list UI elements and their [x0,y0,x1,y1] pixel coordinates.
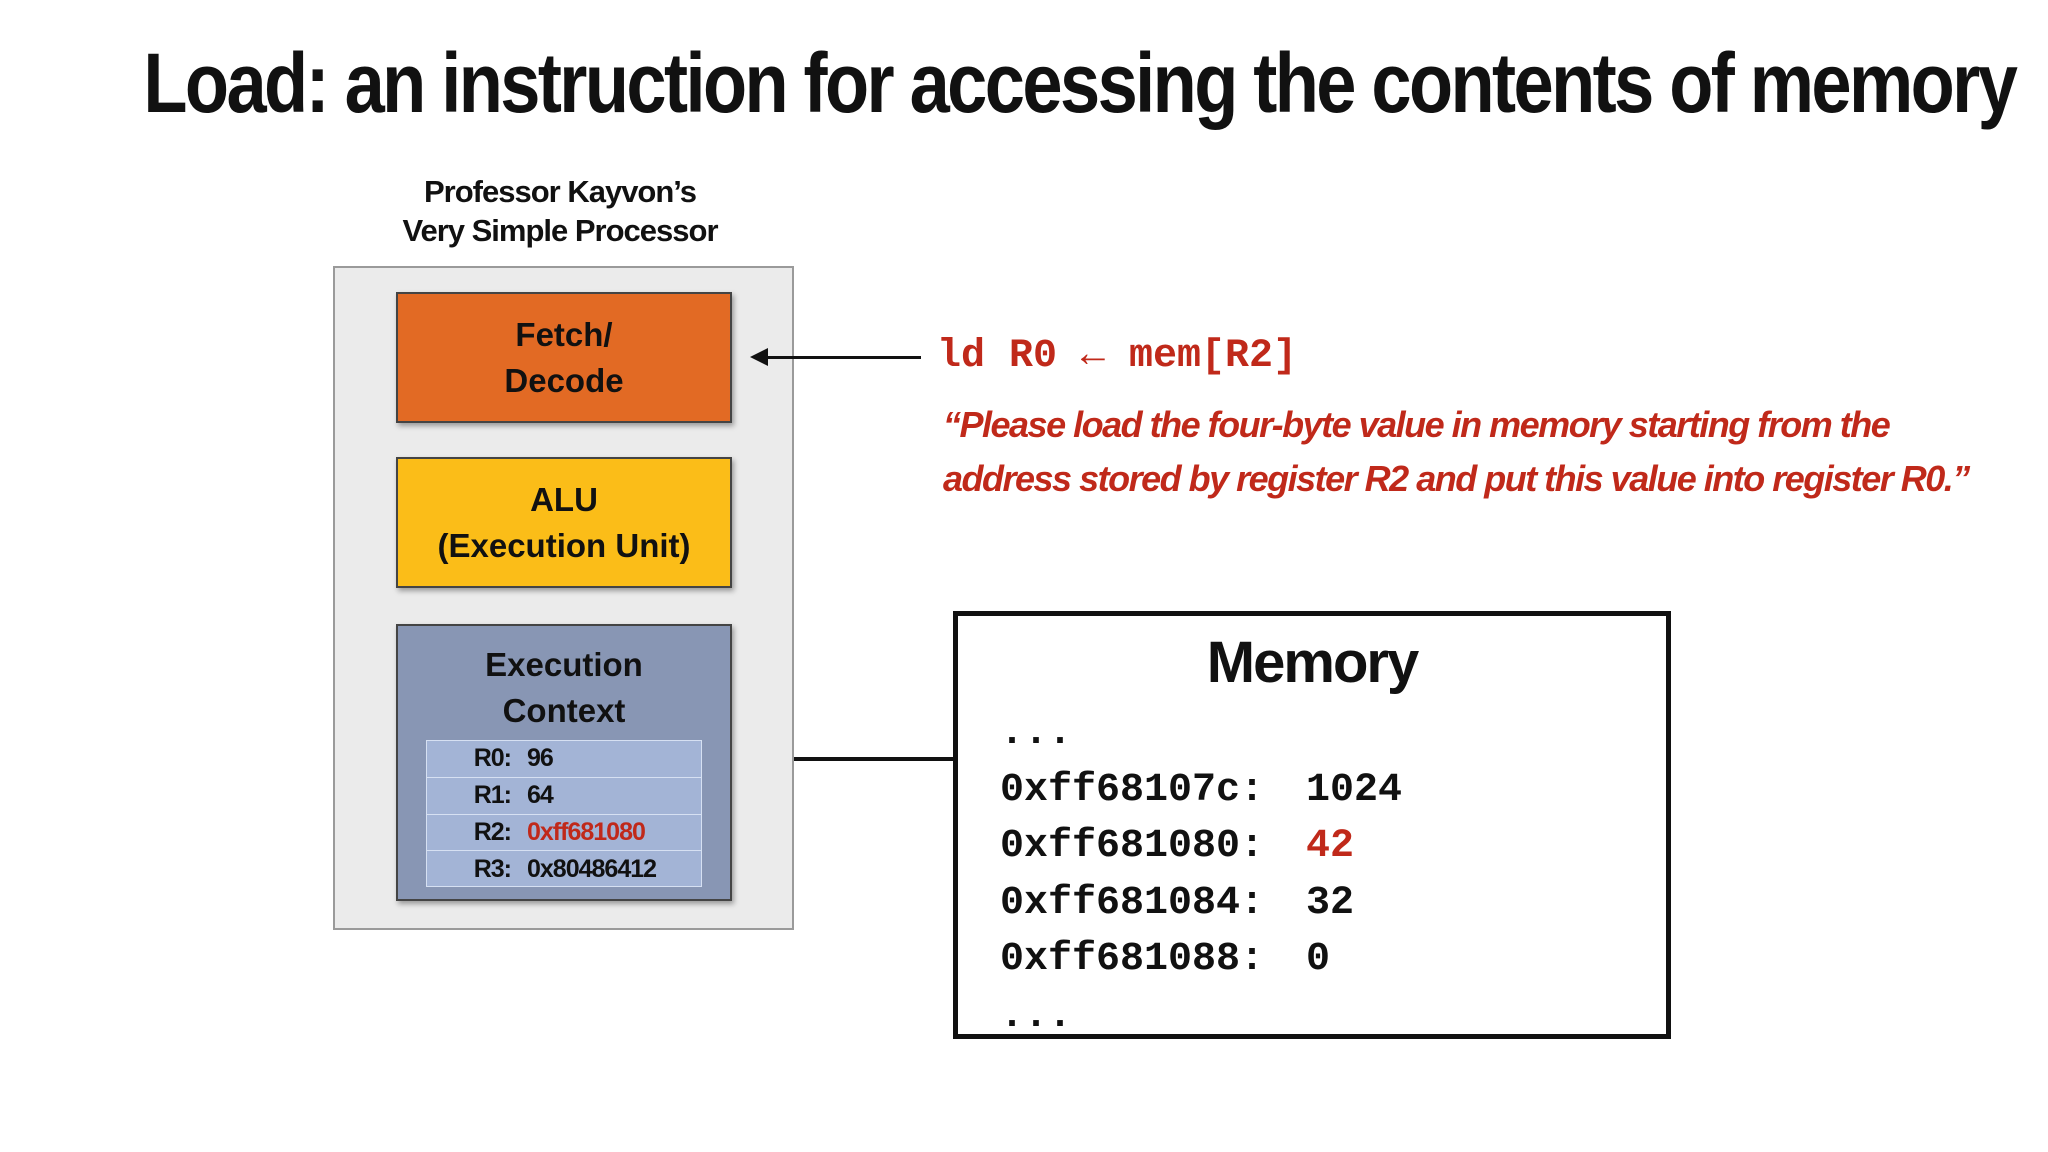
register-value: 0x80486412 [527,855,657,884]
processor-title-line2: Very Simple Processor [402,213,718,248]
register-name: R2: [473,817,512,846]
register-name: R3: [473,855,512,884]
execution-context-title: Execution Context [398,626,730,734]
processor-title-line1: Professor Kayvon’s [423,174,697,209]
execution-context-label-1: Execution [485,646,643,683]
arrow-left-icon [750,348,768,366]
alu-label-1: ALU [530,480,598,518]
instruction-arrow-line [765,356,921,359]
memory-ellipsis-bottom: ... [1000,993,1073,1039]
instruction-description-line2: address stored by register R2 and put th… [943,458,1970,499]
register-value: 96 [527,744,554,773]
memory-title: Memory [1206,630,1419,695]
alu-unit: ALU (Execution Unit) [396,457,732,588]
fetch-decode-label-1: Fetch/ [515,315,613,353]
instruction-code: ld R0 ← mem[R2] [937,334,1298,379]
memory-connector-line [794,757,953,761]
memory-box [953,611,1671,1039]
register-row-r3: R3: 0x80486412 [427,851,701,888]
register-row-r1: R1: 64 [427,778,701,815]
memory-entry: 0xff681088: 0 [1000,932,1402,989]
instruction-description-line1: “Please load the four-byte value in memo… [943,404,1891,445]
memory-entry: 0xff681080: 42 [1000,819,1402,876]
memory-value: 0 [1306,937,1331,982]
register-name: R1: [473,781,512,810]
fetch-decode-label-2: Decode [504,361,624,399]
register-table: R0: 96 R1: 64 R2: 0xff681080 R3: 0x80486… [426,740,702,887]
memory-value-highlighted: 42 [1306,824,1355,869]
register-value-highlighted: 0xff681080 [527,817,646,846]
memory-address: 0xff681080: [1000,824,1265,869]
register-row-r0: R0: 96 [427,741,701,778]
memory-address: 0xff681088: [1000,937,1265,982]
register-row-r2: R2: 0xff681080 [427,815,701,852]
memory-address: 0xff68107c: [1000,767,1265,813]
slide-title: Load: an instruction for accessing the c… [143,36,2018,130]
memory-entry: 0xff68107c: 1024 [1000,763,1402,820]
alu-label-2: (Execution Unit) [437,526,691,564]
memory-entry: 0xff681084: 32 [1000,876,1402,933]
memory-value: 32 [1306,880,1355,926]
instruction-description: “Please load the four-byte value in memo… [943,398,2023,506]
register-value: 64 [527,781,554,810]
fetch-decode-unit: Fetch/ Decode [396,292,732,423]
memory-ellipsis-top: ... [1000,711,1073,756]
memory-list: ... 0xff68107c: 1024 0xff681080: 42 0xff… [1000,706,1402,1045]
processor-title: Professor Kayvon’s Very Simple Processor [360,172,760,250]
memory-address: 0xff681084: [1000,880,1265,926]
register-name: R0: [473,744,512,773]
execution-context-label-2: Context [502,692,626,729]
memory-value: 1024 [1306,767,1403,813]
